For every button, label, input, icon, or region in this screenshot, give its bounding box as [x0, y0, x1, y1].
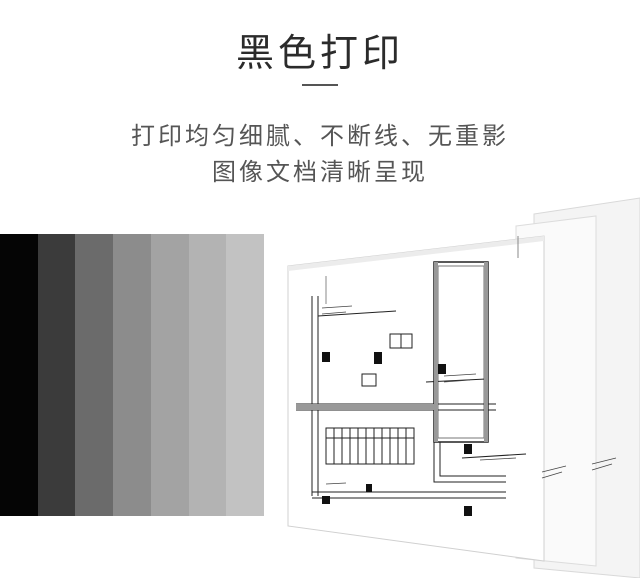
page-title: 黑色打印 [235, 31, 404, 75]
front-sheet [287, 235, 545, 562]
annotation-ticks [321, 305, 617, 485]
gray-swatch [0, 234, 38, 516]
title-underline [302, 84, 338, 86]
gray-swatch [113, 234, 151, 516]
printed-blueprint-sheets [266, 196, 640, 578]
sheet-edge-shade [288, 236, 544, 271]
feature-line-2: 图像文档清晰呈现 [212, 158, 428, 186]
gray-swatch [75, 234, 114, 516]
structural-columns [322, 352, 472, 516]
gray-swatch [150, 234, 189, 516]
gray-swatch [188, 234, 227, 516]
wall-hatching [296, 262, 488, 442]
gray-swatch [37, 234, 76, 516]
gray-swatch [226, 234, 265, 516]
feature-line-1: 打印均匀细腻、不断线、无重影 [131, 122, 509, 150]
grayscale-swatch-strip [0, 234, 265, 516]
blueprint-illustration [287, 197, 640, 578]
